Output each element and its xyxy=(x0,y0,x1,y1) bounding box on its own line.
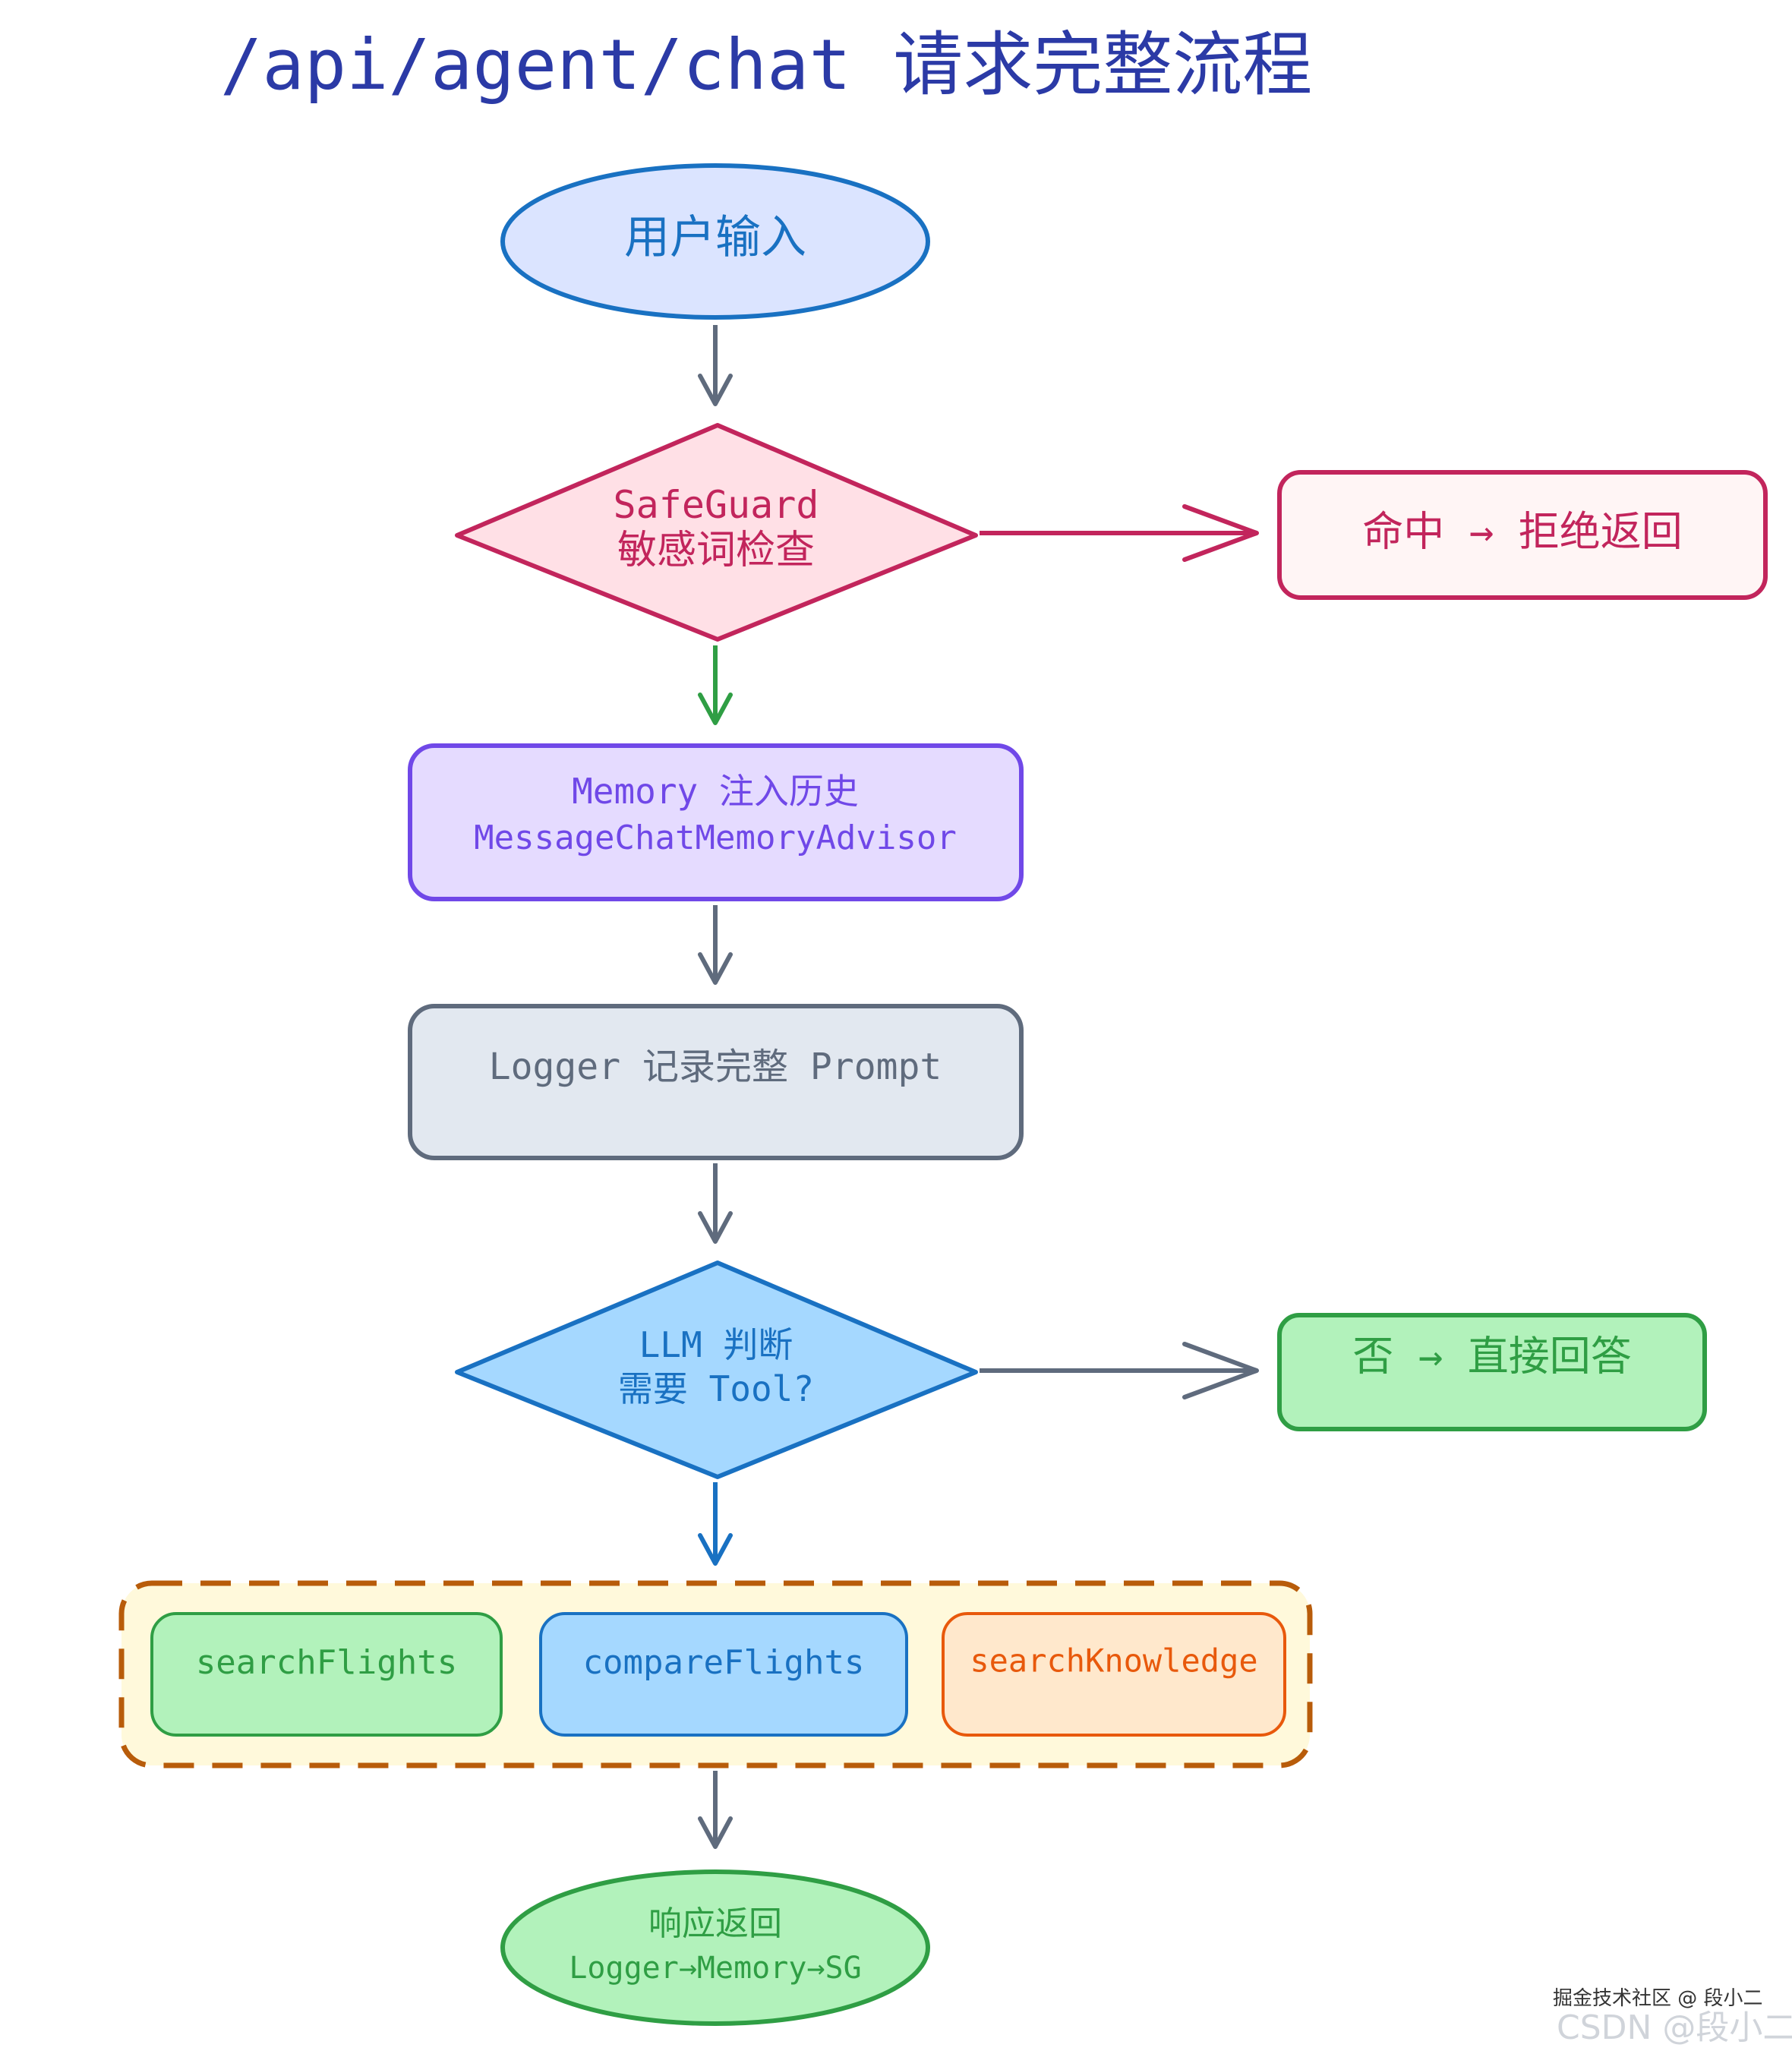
memory-box xyxy=(408,743,1024,901)
logger-box xyxy=(408,1004,1024,1160)
direct-box xyxy=(1277,1313,1707,1431)
tool-compare-flights-label: compareFlights xyxy=(583,1643,865,1682)
arrow-safeguard-to-memory xyxy=(698,645,733,725)
response-label-line1: 响应返回 xyxy=(648,1904,782,1943)
arrow-tools-to-response xyxy=(698,1771,733,1849)
user-input-ellipse xyxy=(500,163,930,320)
arrow-memory-to-logger xyxy=(698,905,733,985)
memory-label-line2: MessageChatMemoryAdvisor xyxy=(474,819,957,857)
reject-label: 命中 → 拒绝返回 xyxy=(1362,508,1683,556)
tool-search-flights: searchFlights xyxy=(150,1612,503,1737)
direct-label: 否 → 直接回答 xyxy=(1352,1333,1632,1380)
logger-label: Logger 记录完整 Prompt xyxy=(489,1046,942,1088)
node-reject: 命中 → 拒绝返回 xyxy=(1277,470,1768,600)
arrow-user-to-safeguard xyxy=(698,325,733,406)
watermark-line2: CSDN @段小二 xyxy=(1557,2008,1792,2047)
tools-group: searchFlights compareFlights searchKnowl… xyxy=(118,1580,1313,1768)
response-label-line2: Logger→Memory→SG xyxy=(569,1951,861,1986)
safeguard-label-line1: SafeGuard xyxy=(614,483,819,527)
llm-label-line1: LLM 判断 xyxy=(639,1324,793,1365)
arrow-llm-to-tools xyxy=(698,1482,733,1566)
page-title: /api/agent/chat 请求完整流程 xyxy=(220,24,1312,106)
arrow-safeguard-to-reject xyxy=(980,504,1259,562)
llm-diamond xyxy=(455,1260,978,1479)
reject-box xyxy=(1277,470,1768,600)
response-ellipse xyxy=(500,1869,930,2026)
tool-compare-flights: compareFlights xyxy=(539,1612,908,1737)
node-user-input: 用户输入 xyxy=(500,163,930,320)
llm-label-line2: 需要 Tool? xyxy=(618,1368,814,1409)
tool-search-flights-label: searchFlights xyxy=(196,1643,457,1682)
arrow-logger-to-llm xyxy=(698,1163,733,1244)
node-memory: Memory 注入历史 MessageChatMemoryAdvisor xyxy=(408,743,1024,901)
watermark-line1: 掘金技术社区 @ 段小二 xyxy=(1553,1987,1763,2010)
safeguard-diamond xyxy=(455,423,978,642)
safeguard-label-line2: 敏感词检查 xyxy=(617,528,815,573)
user-input-label: 用户输入 xyxy=(624,211,806,264)
node-direct: 否 → 直接回答 xyxy=(1277,1313,1707,1431)
arrow-llm-to-direct xyxy=(980,1342,1259,1399)
tool-search-knowledge-label: searchKnowledge xyxy=(970,1642,1257,1680)
tool-search-knowledge: searchKnowledge xyxy=(942,1612,1286,1737)
node-response: 响应返回 Logger→Memory→SG xyxy=(500,1869,930,2026)
node-logger: Logger 记录完整 Prompt xyxy=(408,1004,1024,1160)
node-llm: LLM 判断 需要 Tool? xyxy=(455,1260,978,1479)
memory-label-line1: Memory 注入历史 xyxy=(572,771,859,812)
node-safeguard: SafeGuard 敏感词检查 xyxy=(455,423,978,642)
